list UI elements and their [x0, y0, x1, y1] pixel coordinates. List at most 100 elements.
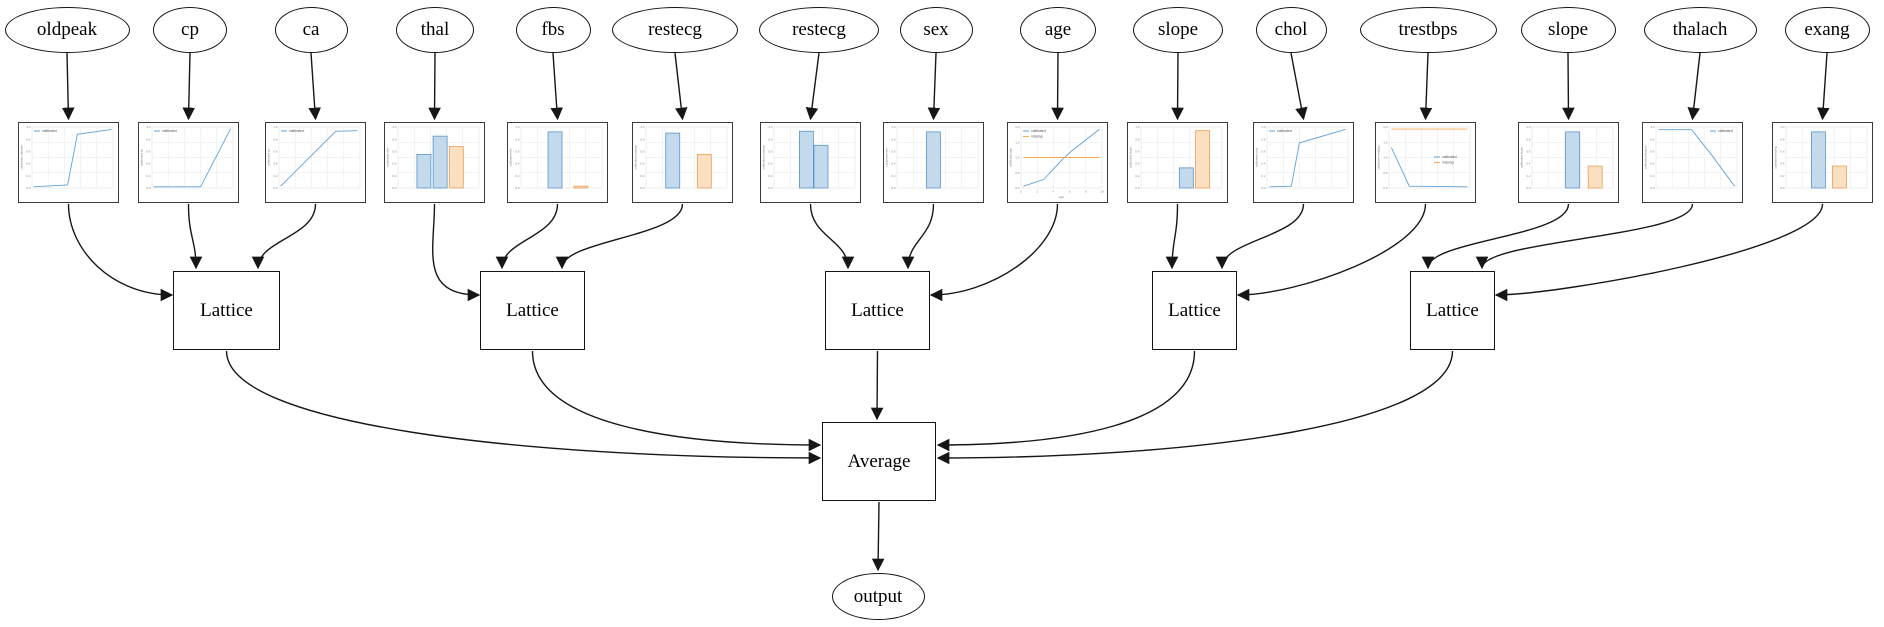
svg-text:1.0: 1.0: [1526, 125, 1531, 129]
svg-text:0.2: 0.2: [26, 174, 31, 178]
svg-text:1.0: 1.0: [768, 125, 773, 129]
svg-text:calibrated: calibrated: [1277, 129, 1292, 133]
svg-text:0.6: 0.6: [891, 150, 896, 154]
feature-node-5-restecg: restecg: [612, 7, 738, 53]
svg-text:calibrated exang: calibrated exang: [1774, 146, 1778, 168]
feature-node-11-trestbps: trestbps: [1359, 7, 1497, 53]
lattice-node-0: Lattice: [173, 271, 280, 350]
svg-text:0.0: 0.0: [26, 186, 31, 190]
lattice-node-1: Lattice: [480, 271, 585, 350]
svg-text:calibrated thalach: calibrated thalach: [1644, 145, 1648, 169]
svg-text:0.0: 0.0: [640, 186, 645, 190]
svg-text:0.8: 0.8: [1261, 137, 1266, 141]
svg-text:calibrated restecg: calibrated restecg: [634, 145, 638, 169]
feature-node-6-restecg: restecg: [759, 7, 879, 53]
svg-text:1.0: 1.0: [891, 125, 896, 129]
feature-node-4-fbs: fbs: [515, 7, 591, 53]
feature-node-8-age: age: [1020, 7, 1096, 53]
svg-text:0.6: 0.6: [640, 150, 645, 154]
svg-text:0.4: 0.4: [515, 162, 520, 166]
svg-text:0.0: 0.0: [146, 186, 151, 190]
svg-text:8: 8: [1085, 190, 1087, 194]
lattice-node-3: Lattice: [1152, 271, 1237, 350]
svg-text:0.0: 0.0: [1780, 186, 1785, 190]
svg-text:missing: missing: [1031, 135, 1043, 139]
svg-text:0.4: 0.4: [273, 162, 278, 166]
output-node: output: [831, 573, 925, 620]
feature-node-3-thal: thal: [396, 7, 474, 53]
svg-text:0.0: 0.0: [273, 186, 278, 190]
svg-text:0.2: 0.2: [392, 174, 397, 178]
svg-text:4: 4: [1053, 190, 1055, 194]
svg-text:1.0: 1.0: [1015, 156, 1020, 160]
svg-text:0.0: 0.0: [1650, 186, 1655, 190]
svg-text:0.4: 0.4: [26, 162, 31, 166]
svg-text:0.4: 0.4: [1526, 162, 1531, 166]
svg-text:0.2: 0.2: [273, 174, 278, 178]
svg-text:0.4: 0.4: [640, 162, 645, 166]
svg-text:0.4: 0.4: [1135, 162, 1140, 166]
svg-text:calibrated age: calibrated age: [1009, 148, 1013, 167]
svg-text:2.0: 2.0: [1015, 125, 1020, 129]
svg-text:0.2: 0.2: [1135, 174, 1140, 178]
feature-node-0-oldpeak: oldpeak: [4, 7, 130, 53]
svg-text:2: 2: [1036, 190, 1038, 194]
svg-text:0.6: 0.6: [515, 150, 520, 154]
svg-text:6: 6: [1069, 190, 1071, 194]
svg-text:1.5: 1.5: [1015, 140, 1020, 144]
feature-node-1-cp: cp: [153, 7, 227, 53]
svg-text:calibrated sex: calibrated sex: [885, 148, 889, 167]
svg-text:0.2: 0.2: [1261, 174, 1266, 178]
svg-text:0.4: 0.4: [1261, 162, 1266, 166]
svg-text:0.5: 0.5: [1383, 171, 1388, 175]
svg-text:0.6: 0.6: [146, 150, 151, 154]
svg-text:1.0: 1.0: [146, 125, 151, 129]
svg-text:0.6: 0.6: [1526, 150, 1531, 154]
svg-text:0.2: 0.2: [768, 174, 773, 178]
svg-text:0.6: 0.6: [392, 150, 397, 154]
svg-text:0.6: 0.6: [1650, 150, 1655, 154]
svg-text:10: 10: [1100, 190, 1104, 194]
svg-text:calibrated trestbps: calibrated trestbps: [1377, 145, 1381, 170]
svg-text:0.4: 0.4: [1780, 162, 1785, 166]
svg-text:0.8: 0.8: [1780, 137, 1785, 141]
svg-text:calibrated slope: calibrated slope: [1520, 147, 1524, 168]
feature-node-9-slope: slope: [1133, 7, 1223, 53]
svg-text:0.6: 0.6: [768, 150, 773, 154]
svg-text:0: 0: [1020, 190, 1022, 194]
svg-text:calibrated chol: calibrated chol: [1255, 148, 1259, 168]
svg-text:0.6: 0.6: [1261, 150, 1266, 154]
svg-text:0.6: 0.6: [273, 150, 278, 154]
svg-text:0.8: 0.8: [1526, 137, 1531, 141]
svg-text:0.2: 0.2: [640, 174, 645, 178]
svg-text:calibrated restecg: calibrated restecg: [762, 145, 766, 169]
svg-text:1.0: 1.0: [273, 125, 278, 129]
feature-node-12-slope: slope: [1520, 7, 1616, 53]
lattice-node-4: Lattice: [1410, 271, 1495, 350]
svg-text:calibrated slope: calibrated slope: [1129, 147, 1133, 168]
svg-text:calibrated ca: calibrated ca: [267, 149, 271, 166]
svg-text:0.0: 0.0: [1135, 186, 1140, 190]
svg-text:0.6: 0.6: [1780, 150, 1785, 154]
svg-text:age: age: [1059, 195, 1064, 199]
svg-text:0.2: 0.2: [1650, 174, 1655, 178]
svg-text:0.0: 0.0: [392, 186, 397, 190]
svg-text:0.0: 0.0: [1261, 186, 1266, 190]
svg-text:0.2: 0.2: [891, 174, 896, 178]
svg-text:calibrated fbs: calibrated fbs: [509, 148, 513, 166]
svg-text:calibrated: calibrated: [162, 129, 177, 133]
svg-text:0.4: 0.4: [392, 162, 397, 166]
svg-text:1.0: 1.0: [1780, 125, 1785, 129]
svg-text:calibrated oldpeak: calibrated oldpeak: [20, 145, 24, 170]
svg-text:0.8: 0.8: [26, 137, 31, 141]
